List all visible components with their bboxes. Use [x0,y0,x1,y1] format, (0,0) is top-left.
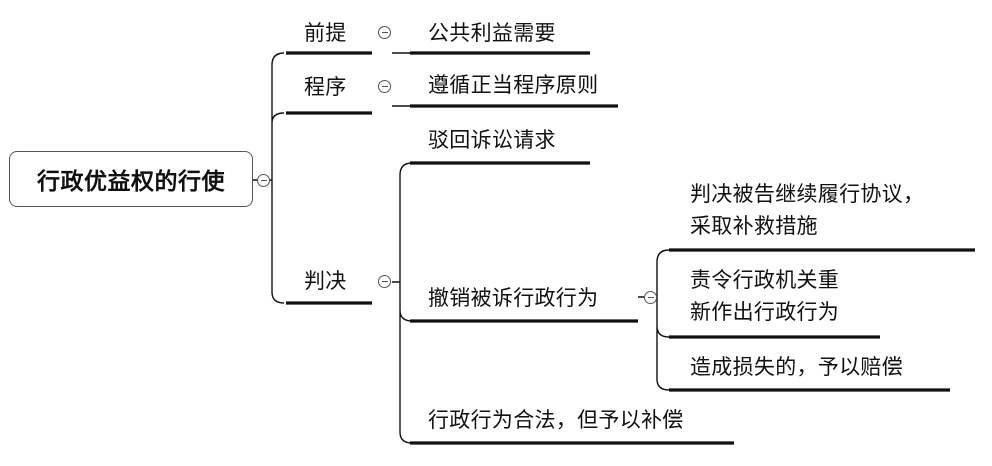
node-reject-claim[interactable]: 驳回诉讼请求 [428,124,556,156]
node-lawful-compensation-label: 行政行为合法，但予以补偿 [428,408,684,432]
node-public-interest[interactable]: 公共利益需要 [428,17,556,49]
node-lawful-compensation[interactable]: 行政行为合法，但予以补偿 [428,404,684,436]
collapse-toggle-judgment[interactable] [378,275,391,288]
node-due-process-label: 遵循正当程序原则 [428,73,599,97]
node-public-interest-label: 公共利益需要 [428,21,556,45]
node-procedure[interactable]: 程序 [304,71,347,103]
node-outcome-continue-line2: 采取补救措施 [690,214,818,238]
connector-trunk [271,52,285,304]
collapse-toggle-revoke[interactable] [644,291,657,304]
root-label: 行政优益权的行使 [37,169,225,195]
node-outcome-compensate[interactable]: 造成损失的，予以赔偿 [690,351,903,383]
node-revoke-act[interactable]: 撤销被诉行政行为 [428,282,598,314]
node-premise[interactable]: 前提 [304,17,347,49]
node-premise-label: 前提 [304,21,347,45]
collapse-toggle-root[interactable] [257,174,270,187]
connector-judgment-trunk [392,162,413,444]
node-outcome-redo-line1: 责令行政机关重 [690,268,840,292]
node-outcome-continue-line1: 判决被告继续履行协议， [690,182,925,206]
node-procedure-label: 程序 [304,75,347,99]
node-revoke-act-label: 撤销被诉行政行为 [428,286,599,310]
node-outcome-redo[interactable]: 责令行政机关重 新作出行政行为 [690,264,839,328]
collapse-toggle-premise[interactable] [378,26,391,39]
root-node[interactable]: 行政优益权的行使 [9,151,253,207]
connector-revoke-trunk [638,249,670,391]
node-outcome-continue[interactable]: 判决被告继续履行协议， 采取补救措施 [690,178,924,242]
node-due-process[interactable]: 遵循正当程序原则 [428,69,598,101]
node-reject-claim-label: 驳回诉讼请求 [428,128,556,152]
collapse-toggle-procedure[interactable] [378,80,391,93]
node-judgment[interactable]: 判决 [304,265,347,297]
node-judgment-label: 判决 [304,269,347,293]
node-outcome-redo-line2: 新作出行政行为 [690,300,840,324]
node-outcome-compensate-label: 造成损失的，予以赔偿 [690,355,903,379]
